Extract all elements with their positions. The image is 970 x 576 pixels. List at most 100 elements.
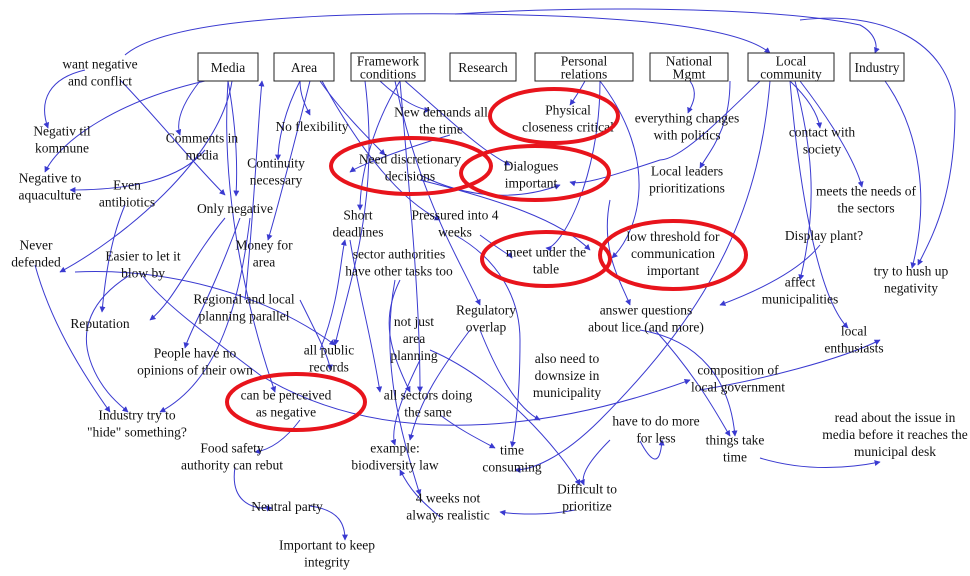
node-time-consuming-line-2: consuming: [482, 460, 541, 475]
connector-arrow-53: [429, 349, 581, 486]
connector-arrow-31: [419, 179, 591, 251]
header-area: Area: [273, 52, 335, 82]
node-never-defended-line-1: Never: [20, 238, 53, 253]
node-short-deadlines: Short deadlines: [333, 208, 384, 240]
node-continuity-line-2: necessary: [250, 173, 303, 188]
node-reputation-line-1: Reputation: [70, 316, 129, 331]
node-low-threshold-line-2: communication: [631, 246, 715, 261]
connector-arrow-46: [719, 244, 821, 306]
node-display-plant-line-1: Display plant?: [785, 228, 863, 243]
node-industry-hide: Industry try to"hide" something?: [87, 408, 187, 440]
connector-arrow-51: [389, 279, 422, 496]
header-industry: Industry: [849, 52, 905, 82]
connector-arrow-13: [149, 217, 226, 321]
node-comments-media-line-1: Comments in: [166, 131, 239, 146]
connector-arrow-41: [514, 80, 771, 473]
node-continuity-line-1: Continuity: [247, 156, 305, 171]
header-research: Research: [449, 52, 517, 82]
node-short-deadlines-line-1: Short: [343, 208, 373, 223]
node-also-downsize-line-1: also need to: [535, 351, 600, 366]
header-label-framework-line-1: Framework: [357, 54, 419, 69]
node-composition-line-1: composition of: [697, 363, 779, 378]
connector-arrow-37: [606, 199, 631, 306]
connector-arrow-29: [357, 80, 401, 211]
header-media: Media: [197, 52, 259, 82]
node-display-plant: Display plant?: [785, 228, 863, 243]
node-composition-line-2: local government: [691, 380, 785, 395]
connector-arrow-42: [789, 80, 823, 129]
node-easier: Easier to let it blow by: [105, 249, 181, 281]
connector-arrow-33: [479, 234, 513, 259]
node-easier-line-1: Easier to let it: [105, 249, 181, 264]
node-have-more-less-line-2: for less: [636, 431, 675, 446]
connector-arrow-44: [794, 80, 812, 281]
highlight-ring-dialogues: [459, 144, 611, 202]
connector-arrow-12: [59, 80, 233, 273]
node-can-be-perceived-line-2: as negative: [256, 405, 316, 420]
node-answer-questions-line-2: about lice (and more): [588, 320, 704, 335]
node-try-hush-line-1: try to hush up: [874, 264, 949, 279]
node-everything-changes-line-2: with politics: [653, 128, 720, 143]
header-label-local-line-2: community: [760, 67, 822, 82]
header-box-personal: [534, 52, 634, 82]
header-label-industry: Industry: [855, 60, 900, 75]
header-label-industry-line-1: Industry: [855, 60, 900, 75]
node-physical-closeness-line-1: Physical: [545, 103, 591, 118]
connector-arrow-22: [266, 80, 311, 241]
node-even-antibiotics-line-2: antibiotics: [99, 195, 155, 210]
node-easier-line-2: blow by: [121, 266, 165, 281]
header-box-local: [747, 52, 835, 82]
node-need-discretionary-line-1: Need discretionary: [359, 152, 462, 167]
node-regulatory-overlap-line-1: Regulatory: [456, 303, 516, 318]
connector-arrow-27: [394, 80, 481, 306]
header-box-area: [273, 52, 335, 82]
node-everything-changes-line-1: everything changes: [635, 111, 740, 126]
header-label-national-line-1: National: [666, 54, 713, 69]
header-box-industry: [849, 52, 905, 82]
node-four-weeks-line-1: 4 weeks not: [416, 491, 481, 506]
header-label-framework-line-2: conditions: [360, 67, 416, 82]
highlight-ring-meet-table: [480, 230, 612, 288]
connector-arrow-35: [545, 80, 601, 252]
node-local-enthusiasts-line-1: local: [841, 324, 867, 339]
connector-arrow-14: [183, 217, 241, 349]
header-label-area: Area: [291, 60, 317, 75]
header-box-media: [197, 52, 259, 82]
node-meets-needs-line-2: the sectors: [837, 201, 894, 216]
node-short-deadlines-line-2: deadlines: [333, 225, 384, 240]
connector-arrow-67: [244, 80, 265, 301]
connector-arrow-28: [404, 80, 511, 166]
node-meets-needs-line-1: meets the needs of: [816, 184, 917, 199]
connector-arrow-43: [799, 80, 864, 188]
node-continuity: Continuity necessary: [247, 156, 305, 188]
node-answer-questions-line-1: answer questions: [600, 303, 693, 318]
node-negativ-til-line-1: Negativ til: [33, 124, 91, 139]
node-also-downsize-line-2: downsize in: [535, 368, 600, 383]
node-meet-table-line-2: table: [533, 262, 559, 277]
node-important-integrity-line-2: integrity: [304, 555, 350, 570]
node-even-antibiotics-line-1: Even: [113, 178, 141, 193]
connector-arrow-38: [687, 80, 695, 114]
node-contact-society-line-1: contact with: [789, 125, 856, 140]
node-composition: composition of local government: [691, 363, 785, 395]
node-want-negative-line-1: want negative: [62, 57, 137, 72]
connector-arrow-45: [789, 80, 849, 329]
connector-arrow-56: [639, 439, 665, 460]
connector-arrow-49: [408, 329, 471, 441]
